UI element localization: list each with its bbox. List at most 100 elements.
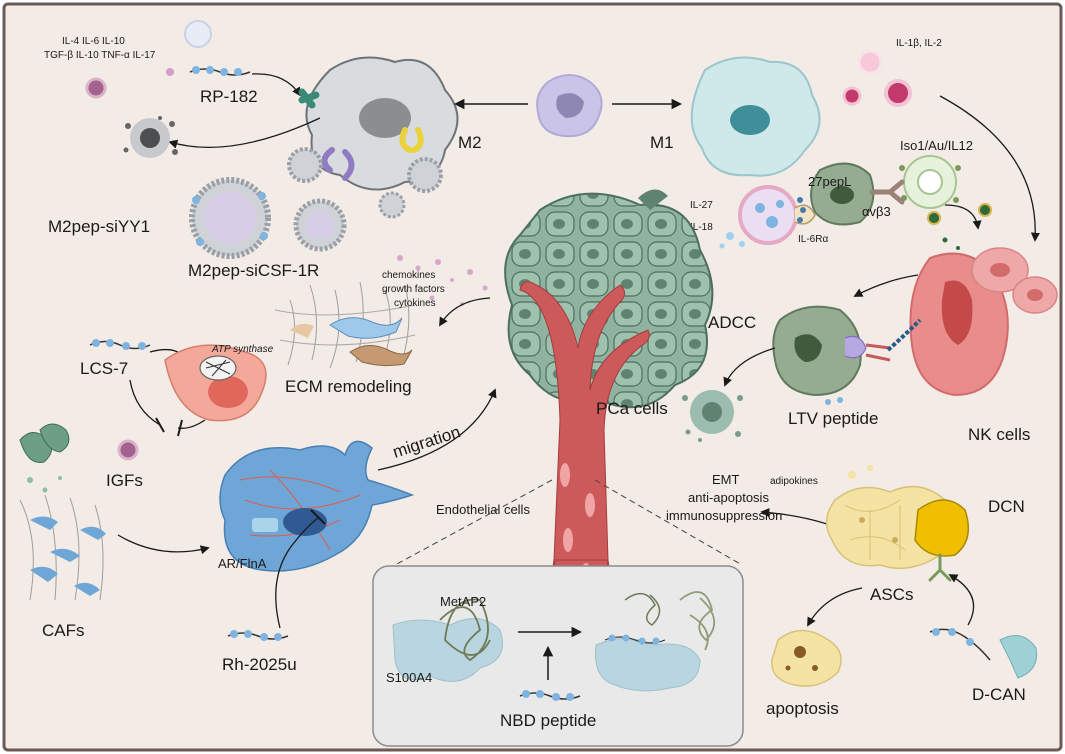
anti-apoptosis-label: anti-apoptosis (688, 490, 769, 505)
apoptotic-debris-icon (123, 116, 178, 158)
emt-label: EMT (712, 472, 740, 487)
nk-cell-large (909, 252, 1009, 397)
ar-flna-label: AR/FlnA (218, 556, 267, 571)
adcc-label: ADCC (708, 313, 756, 332)
rh2025u-peptide-icon (227, 630, 289, 641)
cytokine-bubbles-m1 (842, 49, 912, 107)
m2pep-siyy1-label: M2pep-siYY1 (48, 217, 150, 236)
metap2-label: MetAP2 (440, 594, 486, 609)
lcs7-label: LCS-7 (80, 359, 128, 378)
arrow-ascs-to-apoptosis (807, 587, 863, 627)
s100a4-bound-icon (594, 634, 701, 692)
rp182-peptide-icon (189, 66, 251, 76)
fibroblast-tan-icon (349, 345, 413, 367)
lcs7-peptide-icon (89, 339, 151, 350)
pca-cells-label: PCa cells (596, 399, 668, 418)
m2pep-sicsf-label: M2pep-siCSF-1R (188, 261, 319, 280)
ltv-peptide-label: LTV peptide (788, 409, 878, 428)
il27-il18-cell (738, 185, 798, 245)
igfs-label: IGFs (106, 471, 143, 490)
zoom-line-right (594, 479, 743, 566)
gold-particles-icon (927, 203, 992, 250)
cytokines-m2-line2: TGF-β IL-10 TNF-α IL-17 (44, 50, 156, 61)
dcan-peptide-icon (929, 628, 1038, 679)
receptor-icon-purple (321, 147, 355, 181)
inhibition-line-lcs7 (129, 379, 161, 426)
inhibition-line-rh2025u (275, 517, 319, 629)
adipokines-label: adipokines (770, 476, 818, 487)
caf-cluster-icon (19, 423, 70, 493)
s100a4-label: S100A4 (386, 670, 432, 685)
inhibition-bar-lcs7 (155, 417, 165, 433)
il6ra-receptor-icon (794, 197, 816, 225)
m2-label: M2 (458, 133, 482, 152)
nk-cell-small-1 (971, 247, 1029, 293)
arrow-ascs-to-emt (760, 508, 831, 526)
dcn-label: DCN (988, 497, 1025, 516)
arrow-cafs-to-cell (117, 534, 210, 555)
iso1-label: Iso1/Au/IL12 (900, 138, 973, 153)
il6ra-label: IL-6Rα (798, 234, 828, 245)
m1-macrophage-cell (690, 56, 821, 177)
ascs-label: ASCs (870, 585, 913, 604)
immunosuppression-label: immunosuppression (666, 508, 782, 523)
inhibition-bar-cell (177, 419, 183, 437)
adcc-target-cell (772, 305, 862, 397)
chemokines-label: chemokines (382, 270, 435, 281)
apoptosis-label: apoptosis (766, 699, 839, 718)
27pepl-label: 27pepL (808, 174, 851, 189)
arrow-dcan-to-ascs (948, 574, 975, 626)
metap2-tangle-icon (439, 598, 491, 662)
iso1-nanoparticle-icon (899, 155, 961, 209)
fibroblast-blue-icon (329, 317, 403, 339)
nanoparticle-icon-small-1 (287, 147, 323, 183)
metap2-released-icon-2 (679, 591, 715, 651)
cytokines-m2-line1: IL-4 IL-6 IL-10 (62, 36, 125, 47)
tumor-cell-pink-icon (164, 344, 267, 422)
secreted-particles-icon (397, 255, 488, 306)
apoptotic-asc-icon (771, 629, 842, 687)
il18-label: IL-18 (690, 222, 713, 233)
avb3-label: αvβ3 (862, 204, 891, 219)
nbd-peptide-label: NBD peptide (500, 711, 596, 730)
nanoparticle-icon-medium (293, 198, 347, 252)
cytokine-bubbles-m2 (85, 20, 212, 99)
arrow-nk-to-tumor (853, 274, 919, 297)
il-particles-icon (719, 232, 745, 249)
il27-label: IL-27 (690, 200, 713, 211)
nk-cells-label: NK cells (968, 425, 1030, 444)
arrow-adcc-to-debris (723, 347, 776, 387)
caf-fibers-icon (19, 494, 106, 601)
dying-cell-debris-icon (682, 390, 743, 442)
receptor-icon-yellow (399, 127, 424, 153)
fibroblast-beige-icon (290, 323, 314, 338)
atp-synthase-label: ATP synthase (211, 344, 274, 355)
nk-cell-small-2 (1012, 276, 1058, 314)
ltv-peptide-icon (825, 397, 843, 405)
ecm-remodeling-label: ECM remodeling (285, 377, 412, 396)
inset-box (372, 565, 744, 747)
cytokines-label: cytokines (394, 298, 436, 309)
arrow-tumor-to-ecm (439, 297, 491, 327)
cafs-label: CAFs (42, 621, 85, 640)
m1-label: M1 (650, 133, 674, 152)
endothelial-cells-label: Endothelial cells (436, 502, 530, 517)
arrow-m2-to-debris (168, 117, 321, 149)
inhibition-bar-rh2025u (310, 509, 326, 525)
growth-factors-label: growth factors (382, 284, 445, 295)
atp-synthase-icon (199, 355, 237, 381)
rp182-label: RP-182 (200, 87, 258, 106)
arrow-rp182-to-m2 (251, 73, 301, 97)
nanoparticle-icon-small-2 (407, 157, 443, 193)
igfs-bubble-icon (117, 439, 139, 461)
avb3-receptor-icon (869, 179, 905, 205)
monocyte-cell (536, 74, 603, 138)
nanoparticle-icon-small-3 (378, 191, 406, 219)
receptor-icon-green (298, 88, 320, 109)
metap2-released-icon-1 (624, 592, 661, 626)
dcn-icon (914, 499, 970, 582)
nbd-peptide-icon (519, 690, 581, 701)
dcan-label: D-CAN (972, 685, 1026, 704)
